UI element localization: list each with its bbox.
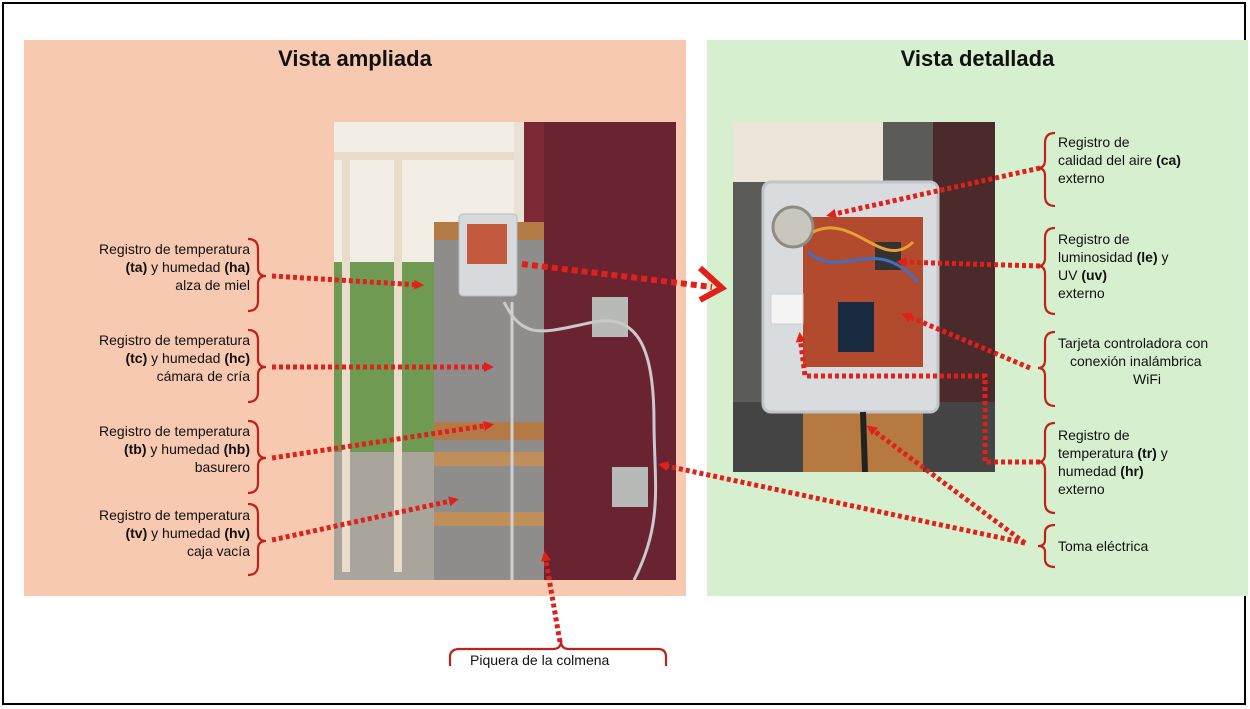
label-line: Registro de [1058,427,1130,443]
sensor-code: (hv) [224,525,250,541]
label-line: Piquera de la colmena [470,652,610,668]
bracket-tc-hc [247,328,267,404]
label-line: basurero [194,459,250,475]
arrow-toma-2 [658,461,1026,546]
label-line: Tarjeta controladora con [1058,335,1209,351]
arrow-tv-hv [271,496,459,543]
sensor-code: (tc) [125,350,148,366]
label-line: calidad del aire (ca) [1058,151,1243,169]
label-sensor-tb-hb: Registro de temperatura (tb) y humedad (… [28,422,250,476]
label-line: (tb) y humedad (hb) [28,440,250,458]
label-line: Registro de temperatura [99,241,250,257]
label-text: UV [1058,267,1082,283]
sensor-code: (uv) [1081,267,1108,283]
sensor-code: (ca) [1156,152,1181,168]
label-power-outlet: Toma eléctrica [1058,537,1243,555]
label-luminosity-uv: Registro de luminosidad (le) y UV (uv) e… [1058,230,1243,302]
sensor-code: (tb) [123,441,147,457]
label-text: humedad [1058,463,1121,479]
sensor-code: (tv) [125,525,148,541]
bracket-ca [1037,131,1056,208]
label-line: externo [1058,481,1105,497]
sensor-code: (le) [1136,249,1158,265]
arrow-piquera [541,551,563,643]
label-air-quality: Registro de calidad del aire (ca) extern… [1058,133,1243,187]
bracket-le-uv [1037,226,1056,316]
label-line: (ta) y humedad (ha) [28,258,250,276]
label-text: y humedad [147,350,225,366]
label-line: temperatura (tr) y [1058,444,1243,462]
label-line: conexión inalámbrica [1070,353,1202,369]
label-line: alza de miel [175,277,250,293]
label-hive-entrance: Piquera de la colmena [470,651,660,669]
label-line: externo [1058,170,1105,186]
label-controller-board: Tarjeta controladora con conexión inalám… [1058,334,1248,388]
bracket-toma [1037,523,1056,569]
label-line: (tc) y humedad (hc) [28,349,250,367]
arrow-controller [901,312,1031,371]
label-line: Registro de [1058,231,1130,247]
expanded-view-title: Vista ampliada [278,46,432,71]
bracket-tv-hv [247,502,267,577]
label-sensor-ta-ha: Registro de temperatura (ta) y humedad (… [28,240,250,294]
bracket-ta-ha [247,237,267,313]
label-line: luminosidad (le) y [1058,248,1243,266]
arrow-ca [826,165,1041,219]
arrow-tb-hb [271,420,494,461]
label-line: cámara de cría [156,368,250,384]
bracket-controller [1037,330,1056,408]
sensor-code: (tr) [1137,445,1157,461]
arrow-tr-hr [795,332,1040,465]
bracket-tb-hb [247,419,267,495]
label-text: y humedad [147,259,225,275]
sensor-code: (hb) [223,441,250,457]
sensor-code: (ta) [125,259,148,275]
label-text: luminosidad [1058,249,1137,265]
label-line: externo [1058,285,1105,301]
label-text: temperatura [1058,445,1138,461]
sensor-code: (hc) [224,350,250,366]
label-text: y humedad [147,525,225,541]
bracket-tr-hr [1037,421,1056,515]
zoom-arrowhead [697,265,728,303]
sensor-code: (hr) [1120,463,1144,479]
label-line: WiFi [1133,371,1161,387]
label-line: UV (uv) [1058,266,1243,284]
label-text: y [1157,249,1169,265]
detailed-view-title: Vista detallada [900,46,1055,71]
label-line: (tv) y humedad (hv) [28,524,250,542]
beehive-photo [334,122,676,580]
label-line: Registro de temperatura [99,423,250,439]
label-sensor-tc-hc: Registro de temperatura (tc) y humedad (… [28,331,250,385]
zoom-arrow [521,261,713,290]
label-text: y [1156,445,1168,461]
label-line: humedad (hr) [1058,462,1243,480]
label-line: Registro de [1058,134,1130,150]
label-line: Registro de temperatura [99,507,250,523]
arrow-ta-ha [271,273,424,290]
sensor-code: (ha) [224,259,250,275]
label-external-temp-humidity: Registro de temperatura (tr) y humedad (… [1058,426,1243,498]
label-line: Toma eléctrica [1058,538,1149,554]
bracket-piquera [448,640,668,666]
label-text: y humedad [146,441,224,457]
arrow-le-uv [896,257,1041,269]
label-line: Registro de temperatura [99,332,250,348]
label-line: caja vacía [186,543,250,559]
label-text: calidad del aire [1058,152,1157,168]
label-sensor-tv-hv: Registro de temperatura (tv) y humedad (… [28,506,250,560]
